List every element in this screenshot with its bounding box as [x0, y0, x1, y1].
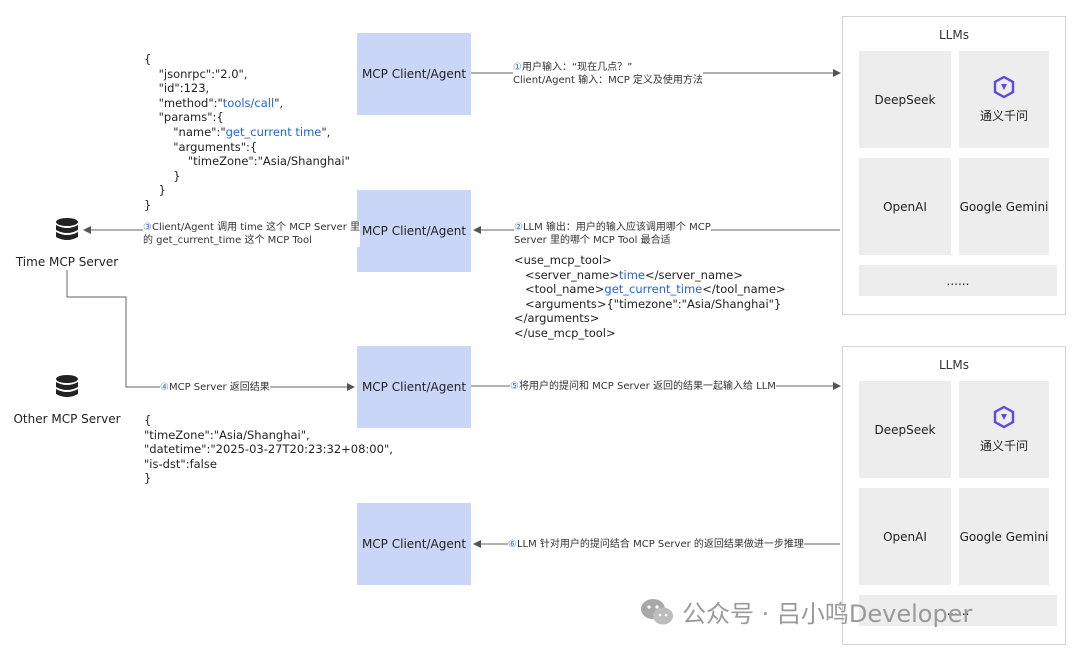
- panel-title: LLMs: [939, 358, 969, 372]
- code-highlight: get_current time: [225, 124, 322, 139]
- step-number: ①: [513, 62, 522, 73]
- step2-label: ②LLM 输出：用户的输入应该调用哪个 MCP Server 里的哪个 MCP …: [514, 221, 711, 247]
- code-line: "is-dst":false: [144, 456, 217, 471]
- step-text: LLM 针对用户的提问结合 MCP Server 的返回结果做进一步推理: [516, 539, 804, 550]
- llm-name: OpenAI: [883, 529, 927, 544]
- panel-title: LLMs: [939, 28, 969, 42]
- code-highlight: tools/call: [222, 95, 275, 110]
- other-mcp-server-label: Other MCP Server: [13, 412, 121, 426]
- step1-label: ①用户输入：“现在几点？” Client/Agent 输入：MCP 定义及使用方…: [513, 61, 703, 87]
- code-line: "datetime":"2025-03-27T20:23:32+08:00",: [144, 442, 393, 457]
- step-text: Server 里的哪个 MCP Tool 最合适: [514, 235, 671, 246]
- code-line: <server_name>: [524, 267, 620, 282]
- step-number: ④: [160, 382, 169, 393]
- code-line: </arguments>: [514, 311, 600, 326]
- code-line: {: [144, 413, 152, 427]
- llm-name: Google Gemini: [959, 529, 1049, 544]
- client-agent-box-3: MCP Client/Agent: [357, 346, 471, 428]
- llm-name: 通义千问: [979, 109, 1028, 123]
- step-number: ⑤: [510, 381, 519, 392]
- code-line: ",: [274, 95, 284, 110]
- code-line: </server_name>: [645, 267, 743, 282]
- code-line: }: [144, 197, 152, 212]
- code-line: }: [158, 183, 166, 198]
- code-line: "id":123,: [158, 81, 210, 96]
- step-number: ③: [143, 222, 152, 233]
- arrow-step4: [66, 270, 355, 391]
- code-line: </use_mcp_tool>: [514, 325, 616, 340]
- llm-cell-openai: OpenAI: [859, 488, 951, 585]
- step4-label: ④MCP Server 返回结果: [160, 381, 270, 394]
- step-number: ②: [514, 222, 523, 233]
- code-line: "arguments":{: [173, 139, 258, 154]
- code-line: "timeZone":"Asia/Shanghai": [187, 154, 350, 169]
- qwen-logo-icon: [993, 75, 1015, 99]
- llm-name: OpenAI: [883, 199, 927, 214]
- code-line: ",: [321, 124, 331, 139]
- step-text: 的 get_current_time 这个 MCP Tool: [143, 235, 312, 246]
- client-agent-box-4: MCP Client/Agent: [357, 503, 471, 585]
- llm-cell-openai: OpenAI: [859, 158, 951, 255]
- code-line: <use_mcp_tool>: [514, 253, 612, 267]
- llm-cell-tongyi: 通义千问: [959, 381, 1049, 478]
- llm-name: ......: [946, 273, 970, 288]
- llm-cell-more: ......: [859, 265, 1057, 296]
- time-mcp-server-label: Time MCP Server: [15, 255, 119, 269]
- step-text: Client/Agent 调用 time 这个 MCP Server 里: [151, 222, 360, 233]
- code-line: </tool_name>: [702, 282, 786, 297]
- watermark: 公众号 · 吕小鸣Developer: [640, 594, 972, 629]
- llm-cell-deepseek: DeepSeek: [859, 381, 951, 478]
- tool-xml-code: <use_mcp_tool> <server_name>time</server…: [514, 253, 786, 341]
- database-icon: [56, 218, 78, 240]
- llms-panel-1: LLMs DeepSeek 通义千问 OpenAI Google Gemini …: [842, 16, 1066, 315]
- step3-label: ③Client/Agent 调用 time 这个 MCP Server 里 的 …: [143, 221, 360, 247]
- step-text: MCP Server 返回结果: [168, 382, 270, 393]
- llm-name: ......: [946, 603, 970, 618]
- code-line: "name":": [173, 124, 226, 139]
- result-json-code: { "timeZone":"Asia/Shanghai", "datetime"…: [144, 413, 393, 486]
- client-agent-label: MCP Client/Agent: [361, 224, 467, 238]
- code-line: }: [173, 168, 181, 183]
- llm-cell-gemini: Google Gemini: [959, 158, 1049, 255]
- code-line: }: [144, 471, 152, 486]
- code-line: {: [144, 52, 152, 66]
- code-line: <tool_name>: [524, 282, 605, 297]
- code-highlight: get_current_time: [604, 282, 703, 297]
- code-line: "params":{: [158, 110, 224, 125]
- llms-panel-2: LLMs DeepSeek 通义千问 OpenAI Google Gemini …: [842, 346, 1066, 645]
- client-agent-label: MCP Client/Agent: [361, 380, 467, 394]
- code-line: <arguments>{"timezone":"Asia/Shanghai"}: [524, 296, 782, 311]
- wechat-icon: [641, 598, 673, 624]
- client-agent-label: MCP Client/Agent: [361, 537, 467, 551]
- step-text: LLM 输出：用户的输入应该调用哪个 MCP: [522, 222, 711, 233]
- llm-name: DeepSeek: [874, 422, 936, 437]
- step5-label: ⑤将用户的提问和 MCP Server 返回的结果一起输入给 LLM: [510, 380, 776, 393]
- watermark-text: 公众号 · 吕小鸣Developer: [682, 600, 973, 628]
- database-icon: [56, 375, 78, 397]
- code-highlight: time: [619, 267, 645, 282]
- step-text: Client/Agent 输入：MCP 定义及使用方法: [513, 75, 703, 86]
- llm-cell-tongyi: 通义千问: [959, 51, 1049, 148]
- code-line: "jsonrpc":"2.0",: [158, 66, 248, 81]
- client-agent-box-2: MCP Client/Agent: [357, 190, 471, 272]
- request-json-code: { "jsonrpc":"2.0", "id":123, "method":"t…: [144, 52, 350, 213]
- llm-cell-more: ......: [859, 595, 1057, 626]
- qwen-logo-icon: [993, 405, 1015, 429]
- code-line: "method":": [158, 95, 223, 110]
- code-line: "timeZone":"Asia/Shanghai",: [144, 427, 310, 442]
- step-text: 将用户的提问和 MCP Server 返回的结果一起输入给 LLM: [518, 381, 776, 392]
- llm-cell-deepseek: DeepSeek: [859, 51, 951, 148]
- llm-name: DeepSeek: [874, 92, 936, 107]
- client-agent-label: MCP Client/Agent: [361, 67, 467, 81]
- step-number: ⑥: [508, 539, 517, 550]
- step6-label: ⑥LLM 针对用户的提问结合 MCP Server 的返回结果做进一步推理: [508, 538, 804, 551]
- llm-name: 通义千问: [979, 439, 1028, 453]
- step-text: 用户输入：“现在几点？”: [521, 62, 633, 73]
- client-agent-box-1: MCP Client/Agent: [357, 33, 471, 115]
- llm-name: Google Gemini: [959, 199, 1049, 214]
- llm-cell-gemini: Google Gemini: [959, 488, 1049, 585]
